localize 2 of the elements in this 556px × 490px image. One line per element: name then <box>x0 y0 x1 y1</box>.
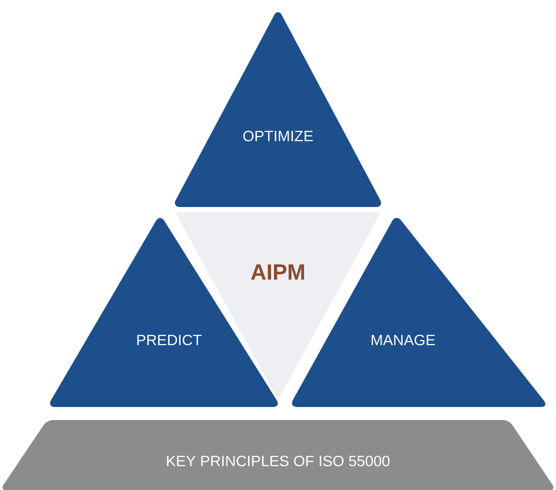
triangle: OPTIMIZE <box>174 12 382 207</box>
base-band: KEY PRINCIPLES OF ISO 55000 <box>2 420 554 490</box>
